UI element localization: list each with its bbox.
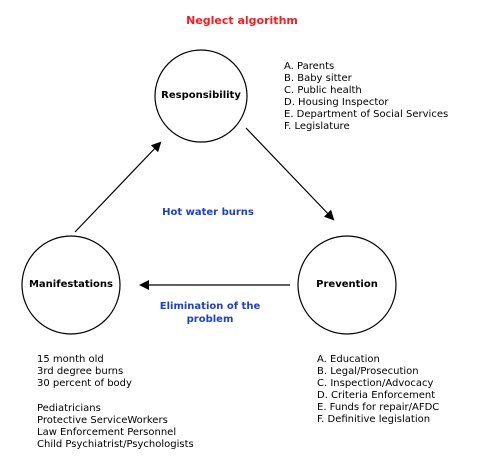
responsibility-circle: [154, 49, 248, 143]
manifestations-circle: [21, 235, 121, 335]
manifestations-facts-list: 15 month old 3rd degree burns 30 percent…: [37, 354, 132, 390]
prevention-circle: [297, 235, 397, 335]
elimination-label: Elimination of the problem: [140, 300, 280, 326]
arrow-manifestations-to-responsibility: [74, 141, 162, 233]
list-item: Protective ServiceWorkers: [37, 415, 168, 426]
list-item: F. Definitive legislation: [317, 414, 431, 425]
responsibility-label: Responsibility: [161, 90, 241, 101]
manifestations-personnel-list: Pediatricians Protective ServiceWorkers …: [37, 403, 194, 451]
list-item: B. Legal/Prosecution: [317, 366, 419, 377]
list-item: C. Public health: [284, 85, 362, 96]
manifestations-label: Manifestations: [28, 279, 113, 290]
diagram-title: Neglect algorithm: [186, 14, 298, 27]
elimination-label-line2: problem: [186, 314, 234, 325]
elimination-label-line1: Elimination of the: [159, 301, 261, 312]
list-item: D. Housing Inspector: [284, 97, 389, 108]
list-item: Law Enforcement Personnel: [37, 427, 177, 438]
list-item: B. Baby sitter: [284, 73, 352, 84]
prevention-list: A. Education B. Legal/Prosecution C. Ins…: [317, 354, 439, 426]
list-item: 3rd degree burns: [37, 366, 124, 377]
list-item: C. Inspection/Advocacy: [317, 378, 434, 389]
list-item: Child Psychiatrist/Psychologists: [37, 439, 194, 450]
list-item: D. Criteria Enforcement: [317, 390, 436, 401]
list-item: F. Legislature: [284, 121, 350, 132]
list-item: Pediatricians: [37, 403, 101, 414]
list-item: A. Education: [317, 354, 380, 365]
responsibility-list: A. Parents B. Baby sitter C. Public heal…: [284, 61, 448, 133]
list-item: E. Department of Social Services: [284, 109, 449, 120]
list-item: E. Funds for repair/AFDC: [317, 402, 440, 413]
hot-water-label: Hot water burns: [162, 207, 254, 218]
list-item: 15 month old: [37, 354, 104, 365]
arrow-responsibility-to-prevention: [245, 127, 335, 221]
list-item: 30 percent of body: [37, 378, 132, 389]
list-item: A. Parents: [284, 61, 335, 72]
prevention-label: Prevention: [316, 279, 378, 290]
